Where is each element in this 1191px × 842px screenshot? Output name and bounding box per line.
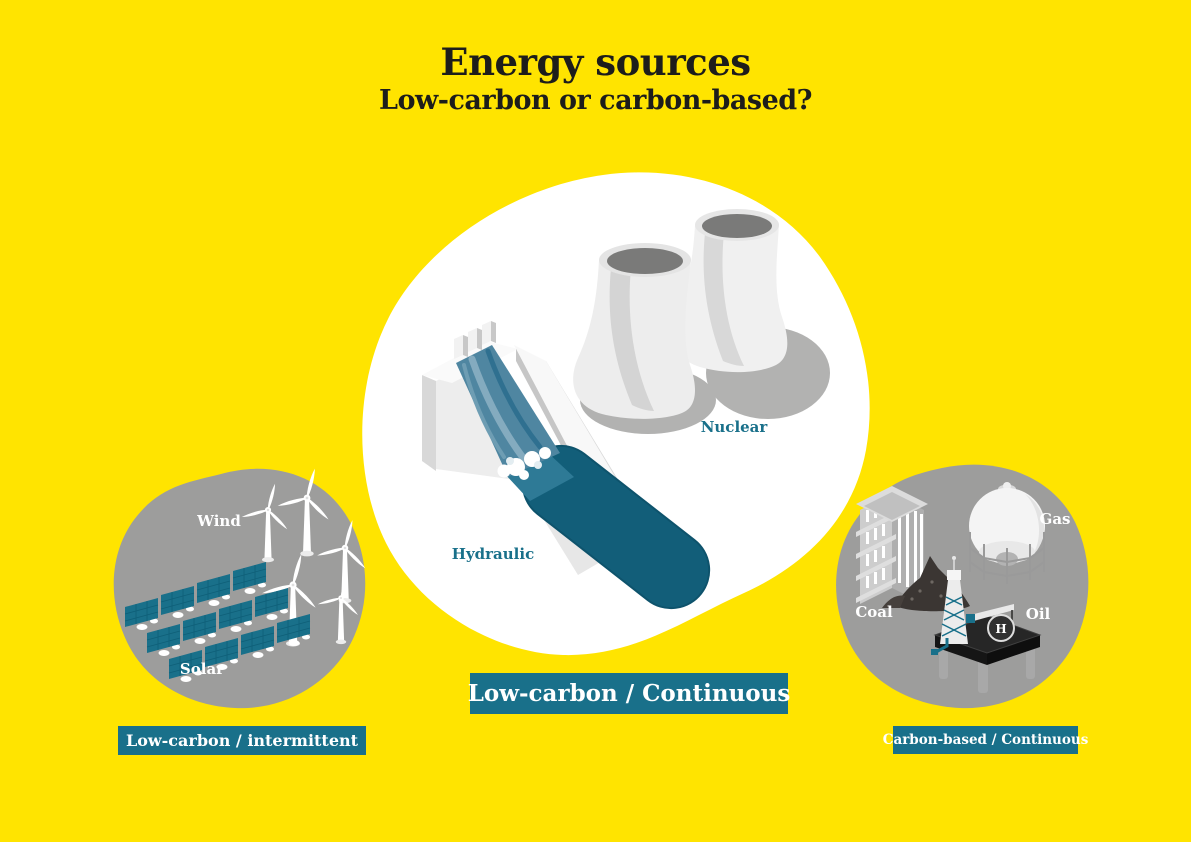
gas-label: Gas <box>1039 510 1071 528</box>
coal-plant-icon <box>856 486 970 612</box>
page-title: Energy sources <box>440 40 751 84</box>
coal-label: Coal <box>855 603 893 621</box>
nuclear-cooling-towers-icon <box>573 209 830 434</box>
wind-label: Wind <box>197 512 241 530</box>
oil-rig-icon: H <box>931 556 1042 693</box>
hydraulic-dam-icon <box>422 321 711 610</box>
nuclear-label: Nuclear <box>700 418 768 436</box>
hydraulic-label: Hydraulic <box>451 545 535 563</box>
low-carbon-continuous-blob <box>362 172 870 656</box>
carbon-based-continuous-blob: H <box>836 464 1089 709</box>
banner-low-carbon-intermittent: Low-carbon / intermittent <box>118 726 366 755</box>
dam-sluice-gates <box>454 321 496 359</box>
solar-label: Solar <box>179 660 225 678</box>
banner-low-carbon-continuous: Low-carbon / Continuous <box>468 673 790 714</box>
gas-tank-icon <box>969 482 1045 584</box>
helipad-letter: H <box>995 622 1006 636</box>
oil-label: Oil <box>1025 605 1051 623</box>
helipad <box>987 614 1015 642</box>
low-carbon-intermittent-blob <box>113 468 367 709</box>
waterfall-foam <box>497 447 551 480</box>
page-subtitle: Low-carbon or carbon-based? <box>379 85 813 116</box>
banner-carbon-based-continuous: Carbon-based / Continuous <box>883 726 1088 754</box>
